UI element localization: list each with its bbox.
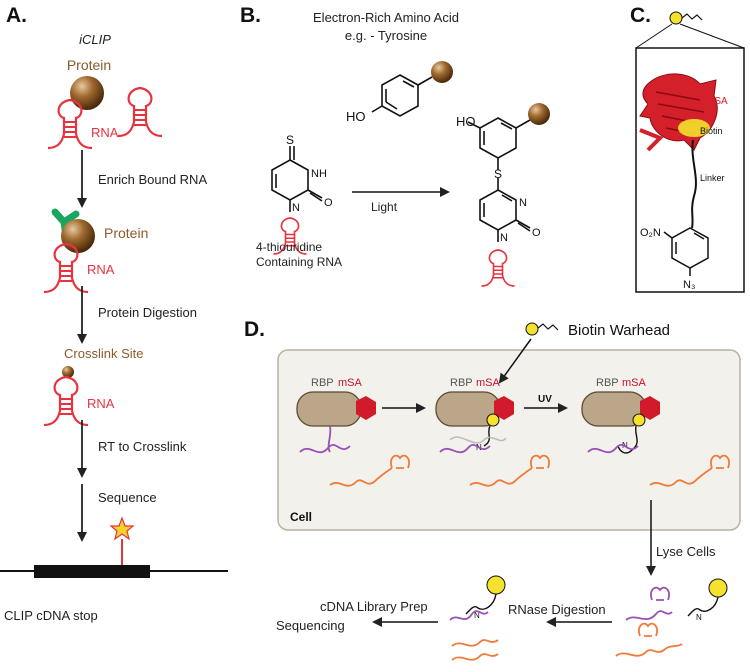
rbp-label-3: RBP (596, 377, 619, 389)
warhead-biotin (525, 322, 539, 336)
aryl-azide-structure (663, 227, 709, 276)
amino-acid-title: Electron-Rich Amino Acid (313, 10, 459, 25)
protein-label-2: Protein (104, 225, 148, 241)
svg-text:S: S (286, 133, 294, 147)
panel-b-label: B. (240, 4, 261, 27)
cell-label: Cell (290, 510, 312, 524)
panel-d: D. Cell Biotin Warhead RBP mSA RBP mSA N (244, 318, 741, 661)
rbp-label-1: RBP (311, 377, 334, 389)
free-rna-hairpin (116, 86, 164, 138)
panel-d-label: D. (244, 318, 265, 341)
product-rna-hairpin (480, 249, 516, 287)
footer-label: CLIP cDNA stop (4, 608, 98, 623)
rbp-complex-2: RBP mSA N (435, 377, 550, 487)
rna-label-3: RNA (87, 396, 115, 411)
step-enrich: Enrich Bound RNA (98, 172, 207, 187)
crosslink-label: Crosslink Site (64, 346, 143, 361)
uv-label: UV (538, 394, 552, 405)
panel-c: C. mSA Biotin Linker O₂N N₃ (630, 4, 745, 293)
product-structure (467, 117, 531, 242)
product-protein (528, 103, 550, 125)
crosslink-site (62, 366, 74, 378)
rna-label-2: RNA (87, 262, 115, 277)
svg-text:O₂N: O₂N (640, 227, 661, 239)
msa-label-2: mSA (476, 377, 501, 389)
rbp-complex-3: RBP mSA N (581, 377, 730, 487)
rna-hairpin-3 (42, 375, 90, 427)
rnase-label: RNase Digestion (508, 602, 606, 617)
lyse-label: Lyse Cells (656, 544, 716, 559)
svg-text:N: N (292, 202, 300, 214)
svg-text:S: S (494, 167, 502, 181)
linker-line (691, 139, 697, 229)
svg-text:O: O (324, 197, 333, 209)
linker-label: Linker (700, 173, 725, 183)
iclip-title: iCLIP (79, 32, 111, 47)
panel-c-label: C. (630, 4, 651, 27)
rbp-complex-1: RBP mSA (296, 377, 410, 487)
panel-b: B. Electron-Rich Amino Acid e.g. - Tyros… (240, 4, 550, 287)
warhead-arrow (498, 338, 532, 384)
ho-right: HO (456, 114, 476, 129)
svg-text:N: N (500, 232, 508, 244)
sequencing-label: Sequencing (276, 618, 345, 633)
star-icon (109, 516, 135, 541)
light-label: Light (371, 200, 398, 214)
protein-sphere (70, 76, 104, 110)
warhead-label: Biotin Warhead (568, 322, 670, 339)
biotin-warhead-icon (669, 11, 683, 25)
amino-acid-subtitle: e.g. - Tyrosine (345, 28, 427, 43)
biotin-label-c: Biotin (700, 126, 723, 136)
biotin-site (678, 119, 710, 137)
step-rt: RT to Crosslink (98, 439, 187, 454)
protein-sphere-2 (61, 219, 95, 253)
digested-fragments: N (449, 575, 506, 661)
svg-text:N: N (519, 197, 527, 209)
svg-text:N: N (474, 611, 480, 620)
cdna-label: cDNA Library Prep (320, 599, 428, 614)
cdna-bar (34, 565, 150, 578)
msa-label-1: mSA (338, 377, 363, 389)
panel-a-label: A. (6, 4, 27, 27)
svg-text:NH: NH (311, 168, 327, 180)
thiouridine-structure (271, 146, 323, 212)
step-digestion: Protein Digestion (98, 305, 197, 320)
svg-text:N: N (696, 613, 702, 622)
svg-text:N₃: N₃ (683, 279, 695, 291)
tyrosine-structure (371, 74, 433, 117)
ho-left: HO (346, 109, 366, 124)
digested-products: N (615, 578, 728, 657)
thiouridine-line1: 4-thiouridine (256, 240, 322, 254)
tyrosine-protein (431, 61, 453, 83)
step-sequence: Sequence (98, 490, 157, 505)
msa-label-c: mSA (706, 96, 728, 107)
msa-label-3: mSA (622, 377, 647, 389)
thiouridine-line2: Containing RNA (256, 255, 342, 269)
protein-label: Protein (67, 57, 111, 73)
rbp-label-2: RBP (450, 377, 473, 389)
svg-text:O: O (532, 227, 541, 239)
panel-a: A. iCLIP Protein RNA Enrich Bound RNA Pr… (0, 4, 228, 623)
rna-label: RNA (91, 125, 119, 140)
